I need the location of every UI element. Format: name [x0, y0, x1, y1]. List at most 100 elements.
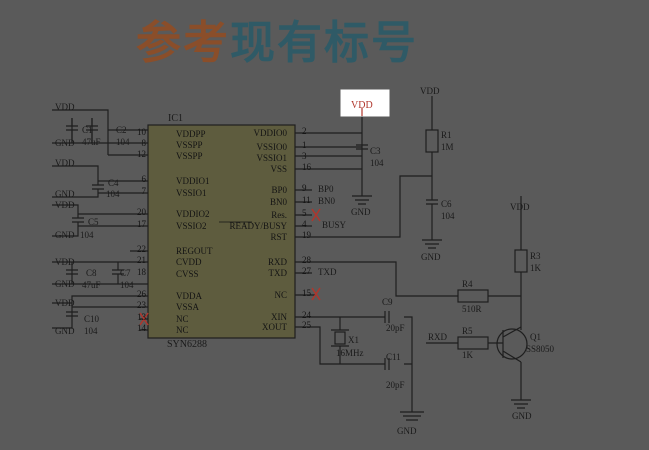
- chip-pin-name: NC: [176, 314, 189, 324]
- chip-pin-name: VSSIO1: [176, 188, 207, 198]
- chip-pin-name: XOUT: [262, 322, 287, 332]
- c8-value: 47uF: [82, 280, 101, 290]
- chip-pin-name: VDDIO2: [176, 209, 210, 219]
- r4-value: 510R: [462, 304, 482, 314]
- chip-pin-number: 4: [302, 219, 307, 229]
- chip-pin-number: 14: [137, 323, 147, 333]
- c3-value: 104: [370, 158, 384, 168]
- chip-pin-name: VDDIO1: [176, 176, 210, 186]
- q1-body: [496, 328, 528, 360]
- r5-label: R5: [462, 326, 473, 336]
- gnd-label-q1: GND: [512, 411, 532, 421]
- bn0-net: BN0: [318, 196, 336, 206]
- c7-label: C7: [120, 268, 131, 278]
- r3-body: [514, 249, 528, 273]
- chip-part: SYN6288: [167, 339, 207, 350]
- txd-net: TXD: [318, 267, 337, 277]
- vdd-label-3: VDD: [55, 200, 75, 210]
- c9-value: 20pF: [386, 323, 405, 333]
- slide-title: 参考现有标号: [136, 6, 419, 69]
- gnd-label-2: GND: [55, 189, 75, 199]
- chip-pin-name: VDDPP: [176, 129, 206, 139]
- chip-pin-number: 1: [302, 140, 307, 150]
- chip-pin-number: 7: [142, 186, 147, 196]
- chip-pin-name: NC: [176, 325, 189, 335]
- chip-pin-name: XIN: [271, 312, 287, 322]
- chip-pin-number: 17: [137, 219, 147, 229]
- r1-body: [425, 129, 439, 153]
- chip-pin-name: VSSPP: [176, 140, 203, 150]
- r5-body: [457, 336, 489, 350]
- c1-label: C1: [82, 125, 93, 135]
- chip-pin-name: VSS: [270, 164, 287, 174]
- components: [147, 124, 528, 370]
- chip-pin-number: 20: [137, 207, 147, 217]
- c7-value: 104: [120, 280, 134, 290]
- c6-value: 104: [441, 211, 455, 221]
- chip-ref: IC1: [168, 113, 183, 124]
- chip-pin-number: 9: [302, 183, 307, 193]
- vdd-label-5: VDD: [55, 298, 75, 308]
- q1-label: Q1: [530, 332, 541, 342]
- chip-pin-number: 3: [302, 151, 307, 161]
- chip-pin-number: 12: [137, 149, 146, 159]
- x1-value: 16MHz: [336, 348, 364, 358]
- c4-value: 104: [106, 189, 120, 199]
- bp0-net: BP0: [318, 184, 334, 194]
- r4-body: [457, 289, 489, 303]
- chip-pin-name: Res.: [271, 210, 287, 220]
- vdd-label-r1: VDD: [420, 86, 440, 96]
- c5-label: C5: [88, 217, 99, 227]
- c6-label: C6: [441, 199, 452, 209]
- r1-value: 1M: [441, 142, 454, 152]
- x1-label: X1: [348, 335, 359, 345]
- vdd-label-1: VDD: [55, 102, 75, 112]
- chip-pin-name: NC: [274, 290, 287, 300]
- chip-pin-number: 2: [302, 126, 307, 136]
- c10-value: 104: [84, 326, 98, 336]
- chip-pin-number: 10: [137, 127, 147, 137]
- chip-pin-name: BP0: [271, 185, 287, 195]
- chip-pin-name: RST: [270, 232, 287, 242]
- r5-value: 1K: [462, 350, 474, 360]
- chip-pin-number: 23: [137, 300, 147, 310]
- gnd-label-c3: GND: [351, 207, 371, 217]
- chip-pin-number: 24: [302, 310, 312, 320]
- chip-pin-number: 22: [137, 244, 146, 254]
- vdd-label-r3: VDD: [510, 202, 530, 212]
- chip-pin-number: 28: [302, 255, 312, 265]
- r3-label: R3: [530, 251, 541, 261]
- chip-pin-name: VSSPP: [176, 151, 203, 161]
- chip-pin-name: REGOUT: [176, 246, 213, 256]
- chip-pin-number: 16: [302, 162, 312, 172]
- component-labels: IC1 SYN6288 VDD VDD GND C1 47uF C2 104 V…: [55, 86, 555, 436]
- chip-pin-number: 18: [137, 267, 147, 277]
- c9-label: C9: [382, 297, 393, 307]
- chip-pin-name: TXD: [269, 268, 288, 278]
- ic-body: [147, 124, 296, 339]
- title-part-1: 参考: [136, 16, 231, 69]
- c5-value: 104: [80, 230, 94, 240]
- chip-pin-name: BN0: [270, 197, 288, 207]
- c4-label: C4: [108, 178, 119, 188]
- chip-pin-name: VDDA: [176, 291, 202, 301]
- c3-label: C3: [370, 146, 381, 156]
- chip-pin-number: 19: [302, 230, 312, 240]
- c1-value: 47uF: [82, 137, 101, 147]
- vdd-label-4: VDD: [55, 257, 75, 267]
- title-part-2: 现有标号: [230, 16, 419, 69]
- chip-pin-number: 13: [137, 312, 147, 322]
- chip-pin-name: RXD: [268, 257, 288, 267]
- chip-pin-name: VDDIO0: [254, 128, 288, 138]
- r1-label: R1: [441, 130, 452, 140]
- chip-pin-number: 5: [302, 208, 307, 218]
- c11-label: C11: [386, 352, 401, 362]
- x1-body: [334, 331, 346, 345]
- nc-marks: [139, 208, 321, 326]
- q1-value: SS8050: [526, 344, 555, 354]
- chip-pin-number: 26: [137, 289, 147, 299]
- chip-pin-name: VSSIO1: [256, 153, 287, 163]
- vdd-highlight-label: VDD: [351, 100, 373, 111]
